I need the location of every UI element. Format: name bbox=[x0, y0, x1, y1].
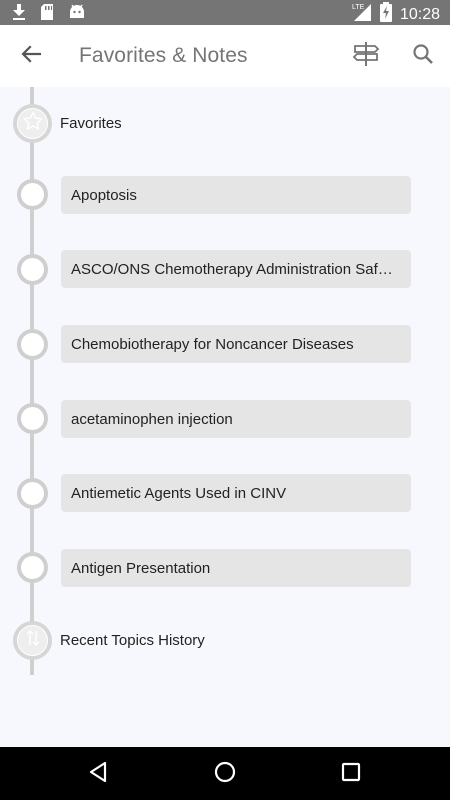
favorites-section-node[interactable] bbox=[13, 104, 52, 143]
android-icon bbox=[68, 3, 86, 26]
circle-home-icon bbox=[214, 761, 236, 788]
clock-time: 10:28 bbox=[399, 5, 440, 23]
swap-vertical-icon bbox=[24, 628, 42, 653]
timeline-dot bbox=[17, 179, 48, 210]
timeline-line bbox=[30, 87, 34, 675]
download-icon bbox=[12, 3, 26, 26]
svg-text:LTE: LTE bbox=[352, 4, 365, 11]
favorite-item[interactable]: acetaminophen injection bbox=[61, 400, 411, 438]
timeline-dot bbox=[17, 254, 48, 285]
timeline-dot bbox=[17, 403, 48, 434]
signpost-icon bbox=[352, 40, 380, 73]
battery-charging-icon bbox=[379, 2, 392, 27]
status-bar: LTE 10:28 bbox=[0, 0, 450, 25]
favorite-item[interactable]: Chemobiotherapy for Noncancer Diseases bbox=[61, 325, 411, 363]
square-recents-icon bbox=[341, 762, 361, 787]
favorite-item[interactable]: Apoptosis bbox=[61, 176, 411, 214]
recent-section-label[interactable]: Recent Topics History bbox=[60, 632, 205, 649]
favorite-item-label: Antiemetic Agents Used in CINV bbox=[71, 484, 287, 502]
favorites-section-label[interactable]: Favorites bbox=[60, 115, 122, 132]
app-bar: Favorites & Notes bbox=[0, 25, 450, 87]
triangle-back-icon bbox=[88, 761, 108, 788]
recent-section-node[interactable] bbox=[13, 621, 52, 660]
nav-back-button[interactable] bbox=[81, 757, 115, 791]
favorite-item[interactable]: Antigen Presentation bbox=[61, 549, 411, 587]
timeline-dot bbox=[17, 478, 48, 509]
favorites-timeline: Favorites Apoptosis ASCO/ONS Chemotherap… bbox=[0, 87, 450, 747]
signpost-button[interactable] bbox=[348, 39, 384, 73]
search-icon bbox=[412, 43, 434, 70]
sd-card-icon bbox=[40, 3, 54, 26]
favorite-item-label: Chemobiotherapy for Noncancer Diseases bbox=[71, 335, 354, 353]
search-button[interactable] bbox=[405, 39, 441, 73]
nav-home-button[interactable] bbox=[208, 757, 242, 791]
favorite-item[interactable]: ASCO/ONS Chemotherapy Administration Saf… bbox=[61, 250, 411, 288]
system-nav-bar bbox=[0, 747, 450, 800]
nav-recents-button[interactable] bbox=[334, 757, 368, 791]
favorite-item-label: Apoptosis bbox=[71, 186, 137, 204]
page-title: Favorites & Notes bbox=[79, 44, 248, 67]
favorite-item-label: ASCO/ONS Chemotherapy Administration Saf… bbox=[71, 260, 401, 278]
timeline-dot bbox=[17, 329, 48, 360]
arrow-left-icon bbox=[21, 44, 42, 68]
favorite-item-label: Antigen Presentation bbox=[71, 559, 211, 577]
star-icon bbox=[23, 111, 43, 136]
favorite-item[interactable]: Antiemetic Agents Used in CINV bbox=[61, 474, 411, 512]
favorite-item-label: acetaminophen injection bbox=[71, 410, 233, 428]
back-button[interactable] bbox=[14, 39, 48, 73]
timeline-dot bbox=[17, 552, 48, 583]
lte-signal-icon: LTE bbox=[352, 2, 372, 27]
